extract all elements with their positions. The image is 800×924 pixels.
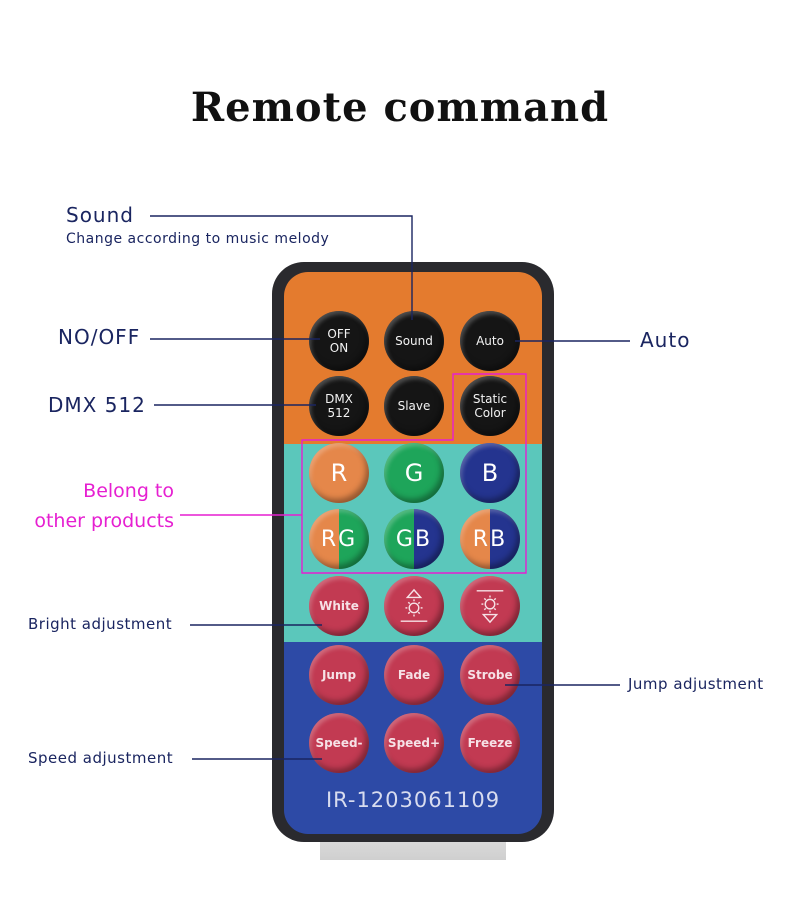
- red-button[interactable]: R: [309, 443, 369, 503]
- static-color-button[interactable]: Static Color: [460, 376, 520, 436]
- blue-button[interactable]: B: [460, 443, 520, 503]
- green-blue-button[interactable]: GB: [384, 509, 444, 569]
- speed-minus-button[interactable]: Speed-: [309, 713, 369, 773]
- sound-label: Sound: [66, 203, 134, 227]
- dmx-label: DMX 512: [48, 393, 146, 417]
- model-number: IR-1203061109: [325, 788, 501, 812]
- speed-adjustment-label: Speed adjustment: [28, 749, 174, 767]
- speed-plus-button[interactable]: Speed+: [384, 713, 444, 773]
- jump-button[interactable]: Jump: [309, 645, 369, 705]
- other-products-line-2: other products: [34, 510, 174, 532]
- red-green-button[interactable]: RG: [309, 509, 369, 569]
- sun-up-icon: [400, 588, 428, 622]
- auto-button[interactable]: Auto: [460, 311, 520, 371]
- off-on-button[interactable]: OFF ON: [309, 311, 369, 371]
- freeze-button[interactable]: Freeze: [460, 713, 520, 773]
- sound-description: Change according to music melody: [66, 231, 330, 247]
- on-off-label: NO/OFF: [58, 325, 141, 349]
- bright-up-button[interactable]: [384, 576, 444, 636]
- sun-down-icon: [476, 590, 504, 624]
- page-title: Remote command: [190, 84, 610, 131]
- white-button[interactable]: White: [309, 576, 369, 636]
- jump-adjustment-label: Jump adjustment: [628, 675, 764, 693]
- green-button[interactable]: G: [384, 443, 444, 503]
- other-products-label: Belong to other products: [20, 476, 174, 536]
- bright-adjustment-label: Bright adjustment: [28, 615, 173, 633]
- other-products-line-1: Belong to: [83, 480, 174, 502]
- other-products-highlight: [301, 373, 527, 574]
- auto-label: Auto: [640, 328, 691, 352]
- fade-button[interactable]: Fade: [384, 645, 444, 705]
- dmx-512-button[interactable]: DMX 512: [309, 376, 369, 436]
- bright-down-button[interactable]: [460, 576, 520, 636]
- sound-leader-line: [150, 215, 413, 320]
- slave-button[interactable]: Slave: [384, 376, 444, 436]
- strobe-button[interactable]: Strobe: [460, 645, 520, 705]
- red-blue-button[interactable]: RB: [460, 509, 520, 569]
- sound-button[interactable]: Sound: [384, 311, 444, 371]
